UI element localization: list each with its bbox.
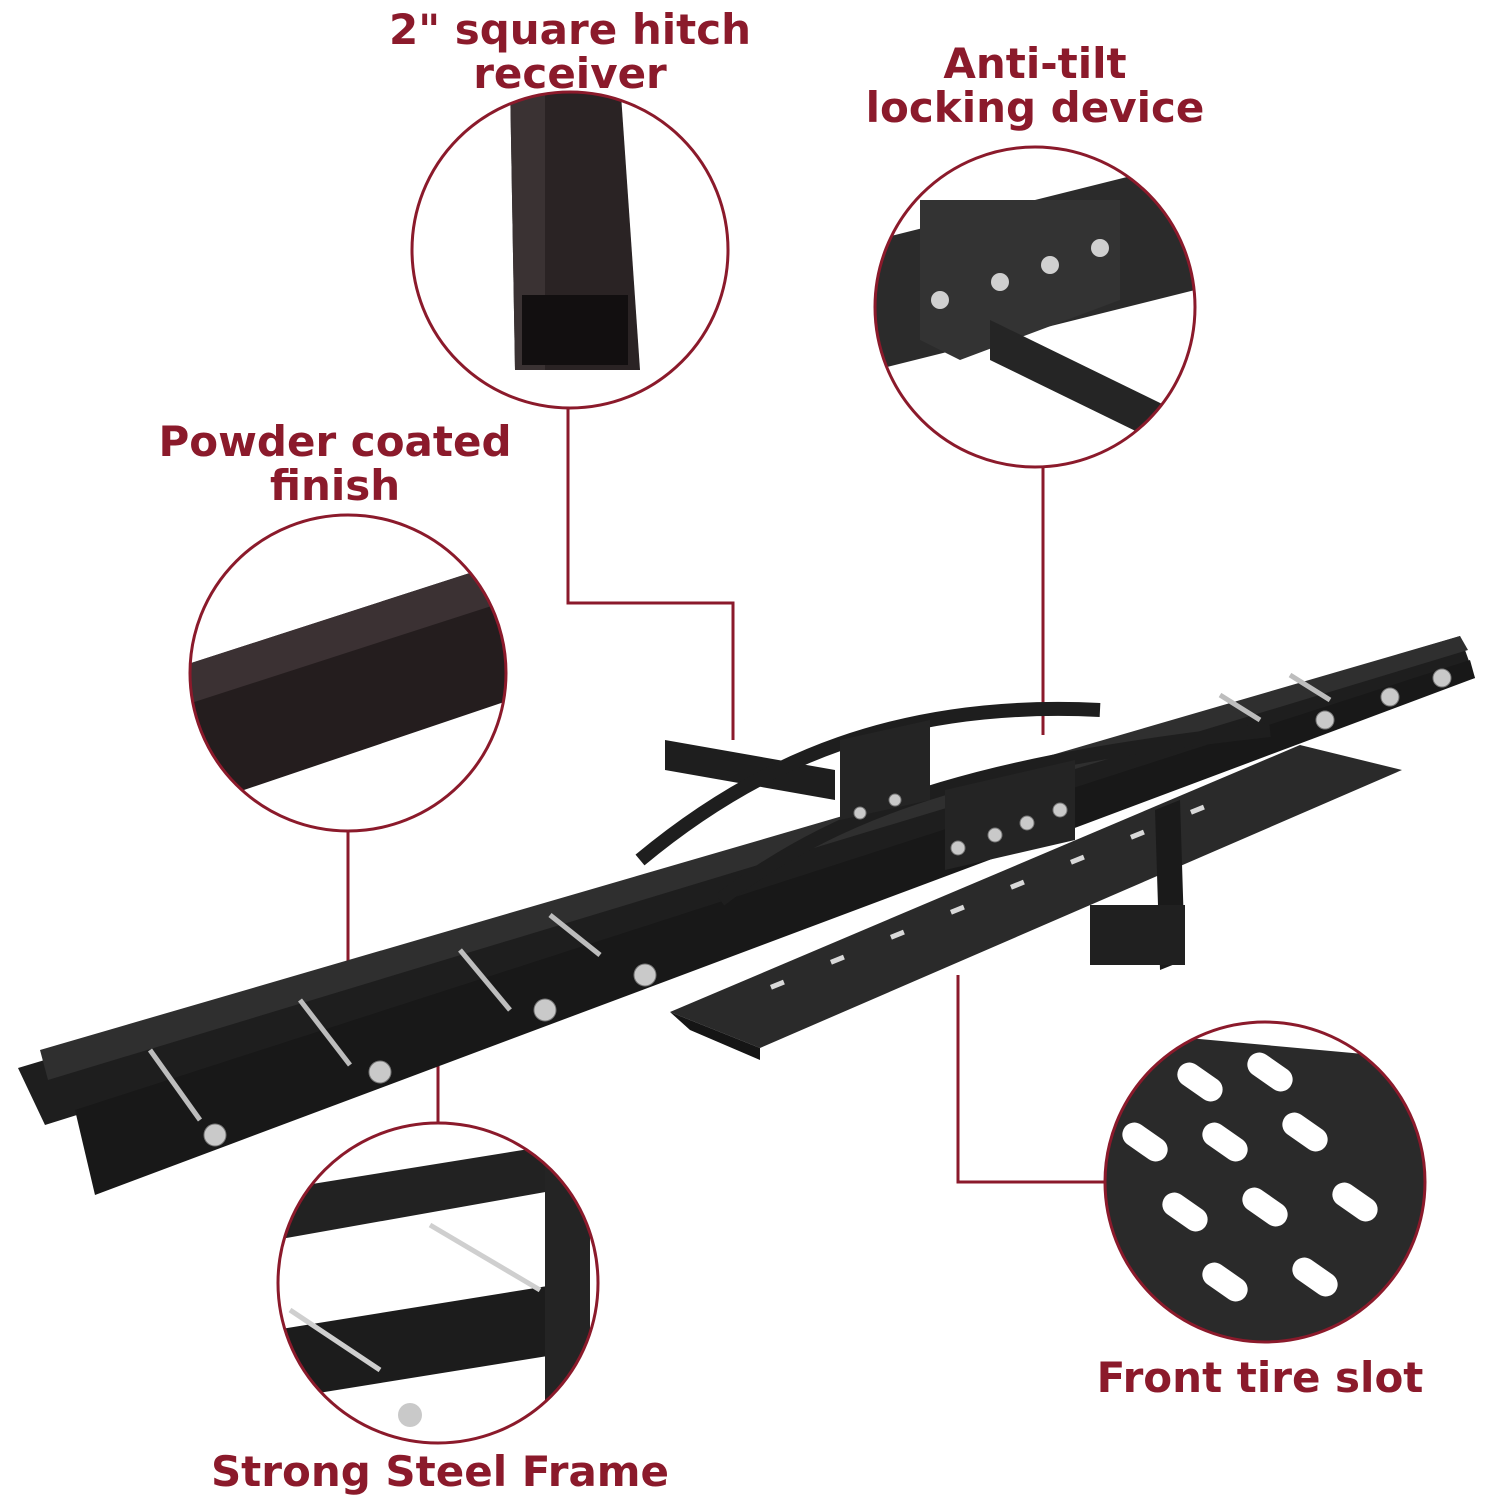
center-ramp xyxy=(670,745,1402,1048)
hitch-bar xyxy=(665,740,835,800)
inset-steel-frame xyxy=(276,1121,600,1445)
hitch-receiver-label: 2" square hitch receiver xyxy=(388,5,752,98)
inset-hitch-receiver xyxy=(410,90,730,410)
anti-tilt-label: Anti-tilt locking device xyxy=(865,39,1205,132)
leader-front-tire xyxy=(956,975,1105,1184)
steel-frame-label: Strong Steel Frame xyxy=(210,1447,670,1496)
inset-front-tire-slot xyxy=(1103,1020,1427,1344)
inset-anti-tilt xyxy=(873,145,1197,469)
carrier-body xyxy=(18,636,1475,1195)
inset-powder-coated xyxy=(188,513,508,833)
leader-hitch xyxy=(566,408,735,740)
front-tire-slot-label: Front tire slot xyxy=(1096,1353,1424,1402)
powder-coated-label: Powder coated finish xyxy=(158,417,512,510)
